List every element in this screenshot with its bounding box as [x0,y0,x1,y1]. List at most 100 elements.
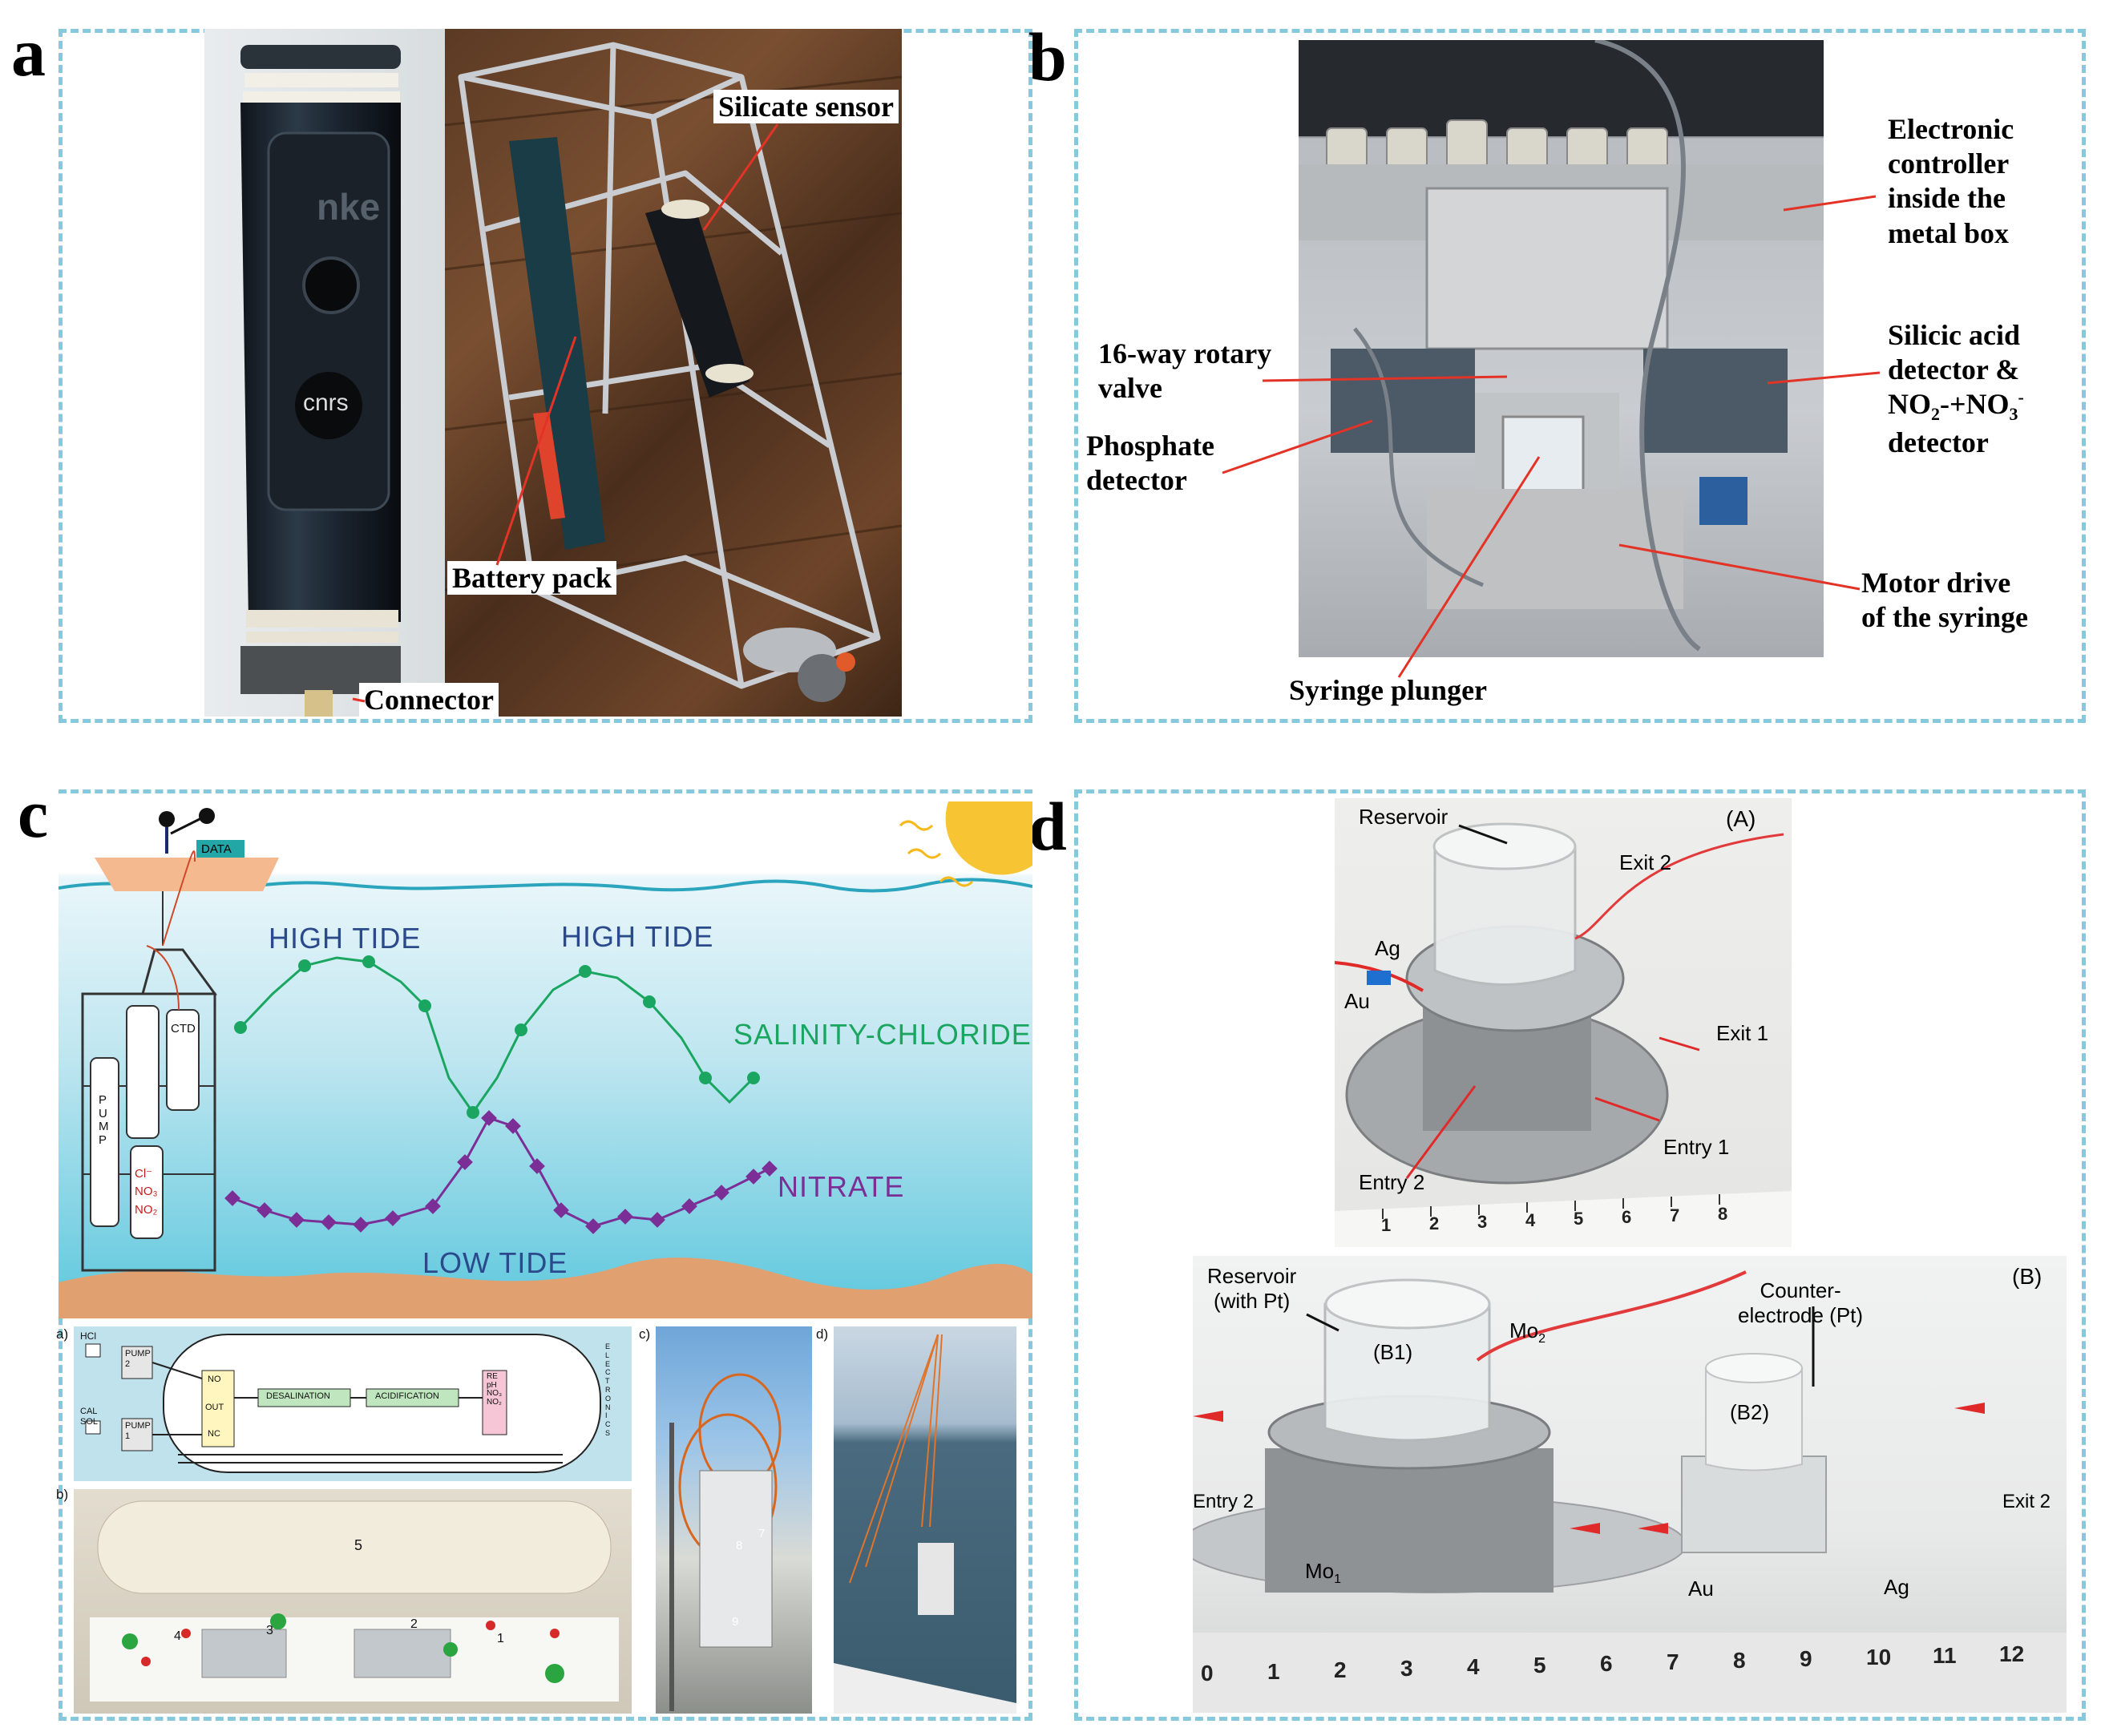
cage-and-sensor-illustration [445,42,902,702]
sensor-box: RE pH NO₃ NO₂ [487,1372,503,1407]
panel-b-frame [1074,29,2086,723]
ruler-tick-label: 11 [1933,1643,1957,1668]
pump-label: P U M P [99,1093,109,1147]
valve-nc-label: NC [208,1429,220,1439]
top-entry1-label: Entry 1 [1663,1135,1730,1159]
ruler-tick-label: 2 [1334,1657,1347,1682]
pump1-label: PUMP 1 [125,1421,151,1442]
nitrate-dot [529,1158,545,1174]
deployment-sea-photo [834,1326,1016,1714]
ruler-tick-label: 6 [1622,1207,1632,1227]
bottom-tag-b: (B) [2012,1264,2042,1289]
mo2-subscript: 2 [1538,1332,1546,1346]
cnrs-logo: cnrs [303,390,349,416]
hcl-label: HCl [80,1330,96,1342]
deployment-sea-svg [834,1334,1016,1714]
ocean-schematic: DATA CTD P U M P Cl⁻ NO₃ NO₂ [59,793,1032,1318]
b1-label: (B1) [1373,1340,1413,1364]
salinity-dot [418,999,431,1012]
nitrate-dot [681,1198,697,1214]
no3-subscript: 3 [2009,404,2018,425]
salinity-dot [579,965,592,978]
acidification-box: ACIDIFICATION [375,1391,439,1401]
data-tag: DATA [201,842,232,856]
cell-a-svg [1335,822,1792,1247]
ruler-tick-label: 7 [1667,1649,1679,1674]
top-au-label: Au [1344,989,1370,1013]
panel-a-photo-cage [445,29,902,717]
nitrate-dot [321,1214,337,1230]
ctd-label: CTD [171,1022,196,1036]
panel-letter-b: b [1028,18,1067,95]
rotary-valve-label: 16-way rotary valve [1098,337,1272,405]
nitrate-dot [481,1110,497,1126]
valve-no-label: NO [208,1375,221,1384]
ruler-tick-label: 2 [1429,1213,1440,1233]
nitrate-sensor-label: NO₃ [135,1185,158,1198]
ruler-tick-label: 1 [1267,1659,1280,1684]
salinity-dot [467,1106,479,1119]
nitrite-nitrate-line: NO2-+NO3- [1888,387,2024,426]
subpanel-a-tag: a) [56,1326,69,1342]
part-5-label: 5 [354,1537,363,1553]
bottom-reservoir-label: Reservoir (with Pt) [1207,1264,1297,1314]
ruler-tick-label: 1 [1381,1215,1392,1235]
part-9-label: 9 [732,1615,739,1629]
valve-out-label: OUT [205,1403,224,1412]
salinity-dot [298,959,311,972]
desalination-box: DESALINATION [266,1391,330,1401]
panel-letter-d: d [1028,788,1067,865]
high-tide-label-2: HIGH TIDE [561,920,714,953]
bottom-au-label: Au [1688,1577,1714,1601]
nitrate-dot [713,1185,729,1201]
panel-a-photo-housing: nke cnrs [204,29,445,717]
phosphate-detector-label: Phosphate detector [1086,430,1215,497]
salinity-dot [643,995,656,1008]
ruler-tick-label: 7 [1670,1205,1680,1225]
nke-logo: nke [317,186,381,228]
electronics-label: E L E C T R O N I C S [605,1342,612,1437]
ruler-tick-label: 5 [1533,1653,1546,1677]
part-2-label: 2 [410,1617,418,1631]
nitrate-dot [505,1118,521,1134]
bottom-ag-label: Ag [1884,1575,1909,1599]
top-entry2-label: Entry 2 [1359,1170,1425,1194]
nitrate-dot [425,1198,441,1214]
top-ag-label: Ag [1375,936,1400,960]
ruler-tick-label: 3 [1477,1212,1488,1232]
top-exit1-label: Exit 1 [1716,1021,1769,1045]
nitrite-sensor-label: NO₂ [135,1203,158,1217]
prototype-photo: 5 4 3 2 1 [74,1489,632,1714]
top-tag-a: (A) [1726,806,1756,831]
block-diagram-svg [85,1334,601,1473]
nitrate-dot [585,1218,601,1234]
nitrate-dot [649,1212,665,1228]
part-3-label: 3 [266,1624,273,1637]
connector-label: Connector [359,683,499,717]
ruler-tick-label: 8 [1718,1204,1728,1224]
silicic-acid-line: Silicic acid detector & [1888,319,2020,386]
ruler-tick-label: 0 [1201,1661,1214,1686]
silicic-acid-detector-label: Silicic acid detector & NO2-+NO3- detect… [1888,318,2024,460]
ruler-tick-label: 4 [1467,1654,1480,1679]
cell-b-svg [1193,1270,2067,1713]
mo1-text: Mo [1305,1559,1335,1583]
deployment-frame-photo: 8 7 9 [656,1326,812,1714]
nitrate-dot [257,1202,273,1218]
nitrate-dot [353,1217,369,1233]
mo1-label: Mo1 [1305,1559,1341,1587]
motor-drive-label: Motor drive of the syringe [1861,567,2028,634]
syringe-plunger-label: Syringe plunger [1289,674,1488,706]
b2-label: (B2) [1730,1400,1770,1424]
ruler-tick-label: 12 [1999,1641,2025,1666]
electronic-controller-label: Electronic controller inside the metal b… [1888,113,2014,249]
panel-d-frame [1074,789,2086,1721]
subpanel-d-tag: d) [816,1326,829,1342]
ruler-tick-label: 3 [1400,1656,1413,1681]
panel-b-photo-analyzer [1299,40,1824,657]
ruler-tick-label: 10 [1866,1645,1892,1669]
part-7-label: 7 [758,1527,766,1540]
